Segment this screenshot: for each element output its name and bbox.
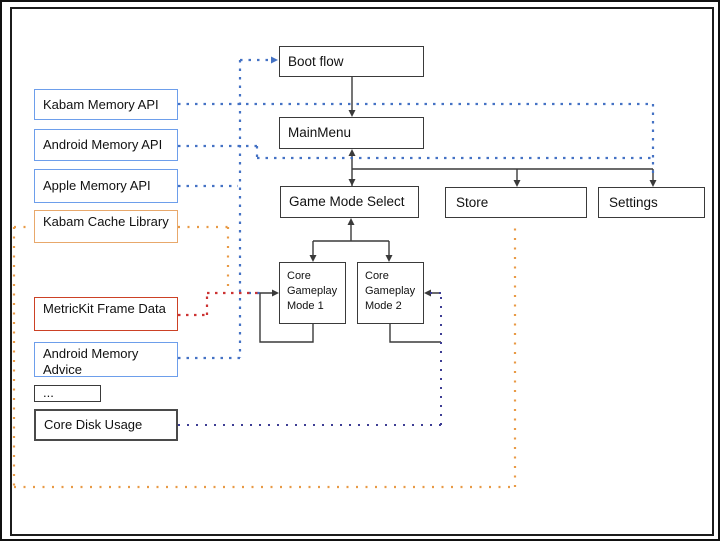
node-store: Store xyxy=(445,187,587,218)
node-game-mode-select-label: Game Mode Select xyxy=(289,194,405,209)
node-main-menu: MainMenu xyxy=(279,117,424,149)
node-settings: Settings xyxy=(598,187,705,218)
node-kabam-cache-library-label: Kabam Cache Library xyxy=(43,214,169,229)
navy-dotted-edges xyxy=(178,292,442,426)
node-android-memory-api: Android Memory API xyxy=(34,129,178,161)
node-kabam-memory-api-label: Kabam Memory API xyxy=(43,96,159,112)
node-core-gameplay-mode-1-label: Core Gameplay Mode 1 xyxy=(287,270,338,312)
arrow-into-mainmenu-bottom xyxy=(348,149,356,156)
node-android-memory-advice-label: Android Memory Advice xyxy=(43,346,139,377)
orange-dotted-edges xyxy=(12,221,517,489)
node-core-gameplay-mode-2: Core Gameplay Mode 2 xyxy=(357,262,424,324)
arrow-into-mainmenu-top xyxy=(348,110,356,117)
diagram-frame xyxy=(10,7,714,536)
node-boot-flow-label: Boot flow xyxy=(288,53,344,69)
node-metrickit-frame-data: MetricKit Frame Data xyxy=(34,297,178,331)
arrow-into-cgm1-left xyxy=(272,289,279,297)
node-settings-label: Settings xyxy=(609,194,658,210)
node-game-mode-select: Game Mode Select xyxy=(280,186,419,218)
node-boot-flow: Boot flow xyxy=(279,46,424,77)
arrow-into-bootflow-left xyxy=(271,56,278,64)
arrow-into-cgm2-top xyxy=(385,255,393,262)
red-dotted-edges xyxy=(178,291,262,317)
solid-arrowheads xyxy=(272,110,657,297)
arrow-into-settings-top xyxy=(649,180,657,187)
node-metrickit-frame-data-label: MetricKit Frame Data xyxy=(43,301,166,316)
node-kabam-cache-library: Kabam Cache Library xyxy=(34,210,178,243)
node-apple-memory-api-label: Apple Memory API xyxy=(43,178,151,193)
node-kabam-memory-api: Kabam Memory API xyxy=(34,89,178,120)
node-core-disk-usage-label: Core Disk Usage xyxy=(44,417,143,432)
node-core-gameplay-mode-1: Core Gameplay Mode 1 xyxy=(279,262,346,324)
arrow-into-gms-bottom xyxy=(347,218,355,225)
node-ellipsis-label: ... xyxy=(43,384,54,400)
node-ellipsis: ... xyxy=(34,385,101,402)
node-core-disk-usage: Core Disk Usage xyxy=(34,409,178,441)
node-android-memory-api-label: Android Memory API xyxy=(43,137,163,152)
edge-cgm1-selfloop xyxy=(259,292,314,343)
blue-dotted-edges xyxy=(178,58,655,360)
node-apple-memory-api: Apple Memory API xyxy=(34,169,178,203)
arrow-into-store-top xyxy=(513,180,521,187)
arrow-into-cgm2-right xyxy=(424,289,431,297)
node-store-label: Store xyxy=(456,194,489,210)
arrow-into-cgm1-top xyxy=(309,255,317,262)
node-android-memory-advice: Android Memory Advice xyxy=(34,342,178,377)
node-main-menu-label: MainMenu xyxy=(288,125,352,140)
edge-android-memory-api xyxy=(178,144,653,160)
arrow-into-gms-top xyxy=(348,179,356,186)
node-core-gameplay-mode-2-label: Core Gameplay Mode 2 xyxy=(365,270,416,312)
